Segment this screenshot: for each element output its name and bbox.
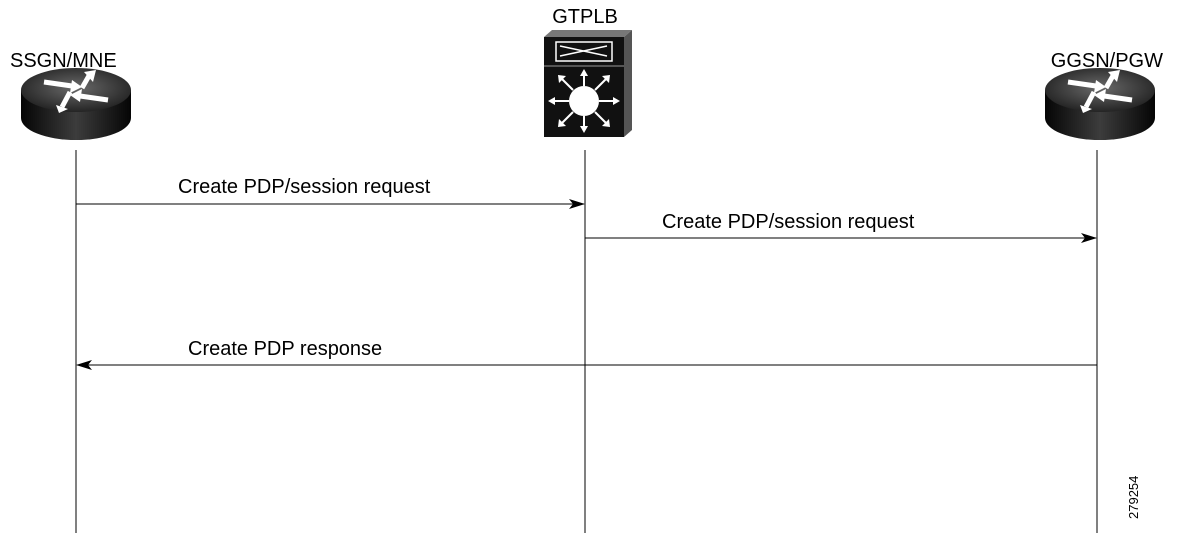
router-icon <box>21 68 131 140</box>
message-label: Create PDP response <box>188 338 382 360</box>
switch-icon <box>544 30 632 137</box>
figure-id: 279254 <box>1126 476 1141 519</box>
router-icon <box>1045 68 1155 140</box>
participant-label-ssgn: SSGN/MNE <box>10 50 117 72</box>
participant-label-gtplb: GTPLB <box>552 6 618 28</box>
message-label: Create PDP/session request <box>178 176 431 198</box>
participant-label-ggsn: GGSN/PGW <box>1051 50 1163 72</box>
message-label: Create PDP/session request <box>662 211 915 233</box>
